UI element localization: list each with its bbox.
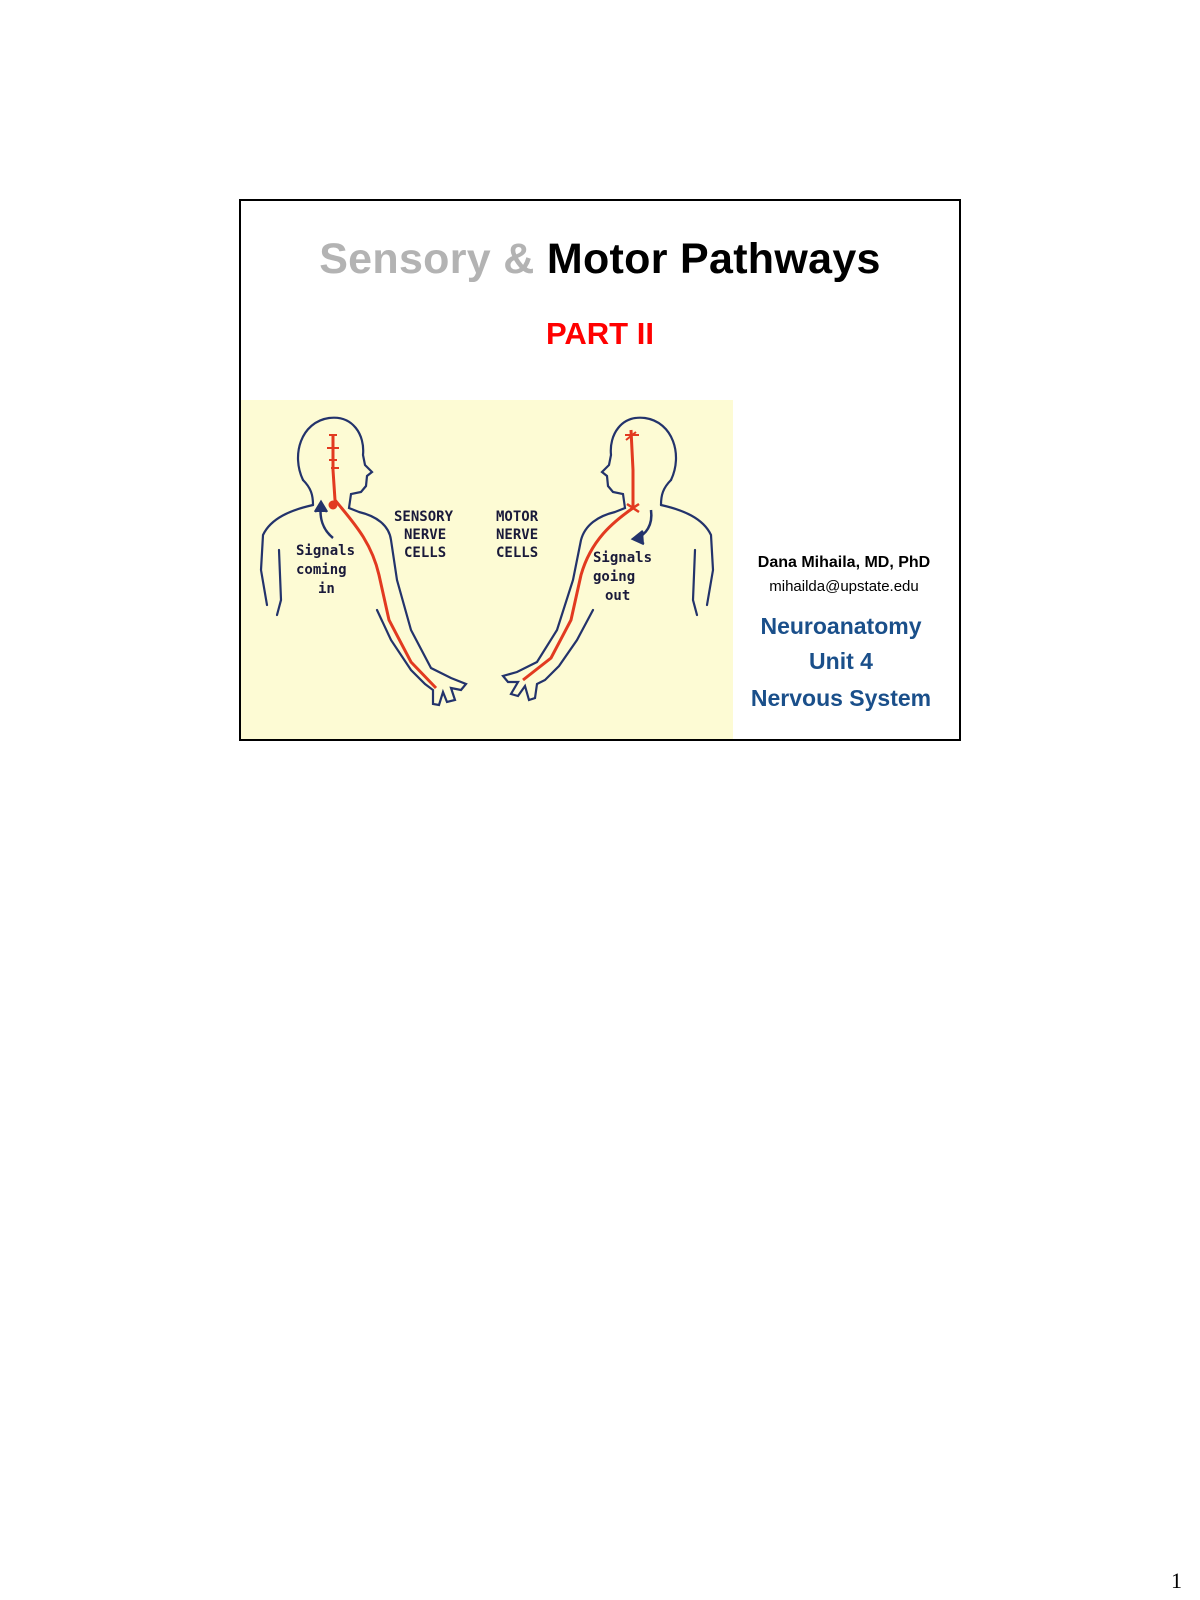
author-name: Dana Mihaila, MD, PhD [757,554,931,571]
slide-title: Sensory & Motor Pathways [241,235,959,284]
sensory-label-line3: CELLS [404,545,446,561]
page-number: 1 [1171,1568,1182,1593]
sensory-label-line2: NERVE [404,527,446,543]
left-signal-line2: coming [296,562,347,578]
motor-nerve-path [522,429,640,682]
right-signal-line1: Signals [593,550,652,566]
motor-label-line3: CELLS [496,545,538,561]
motor-arrow-icon [630,509,653,546]
slide-subtitle: PART II [546,316,654,351]
right-signal-line3: out [605,588,630,604]
sensory-arrow-icon [313,499,334,539]
left-signal-line1: Signals [296,543,355,559]
nerve-pathway-illustration: SENSORY NERVE CELLS Signals coming in [241,400,733,739]
sensory-nerve-path [327,434,438,690]
course-line-3: Nervous System [750,685,932,711]
right-signal-line2: going [593,569,635,585]
left-signal-line3: in [318,581,335,597]
sensory-figure [259,416,468,707]
title-sensory: Sensory & [319,235,547,283]
motor-figure [501,416,715,702]
motor-label-line1: MOTOR [496,509,539,525]
slide: Sensory & Motor Pathways PART II SENSORY… [239,199,961,741]
sensory-label-line1: SENSORY [394,509,454,525]
author-email: mihailda@upstate.edu [769,578,919,595]
motor-label-line2: NERVE [496,527,538,543]
course-line-1: Neuroanatomy [760,613,922,639]
illustration-svg: SENSORY NERVE CELLS Signals coming in [259,416,715,707]
title-motor-pathways: Motor Pathways [546,235,881,283]
course-line-2: Unit 4 [809,648,873,674]
